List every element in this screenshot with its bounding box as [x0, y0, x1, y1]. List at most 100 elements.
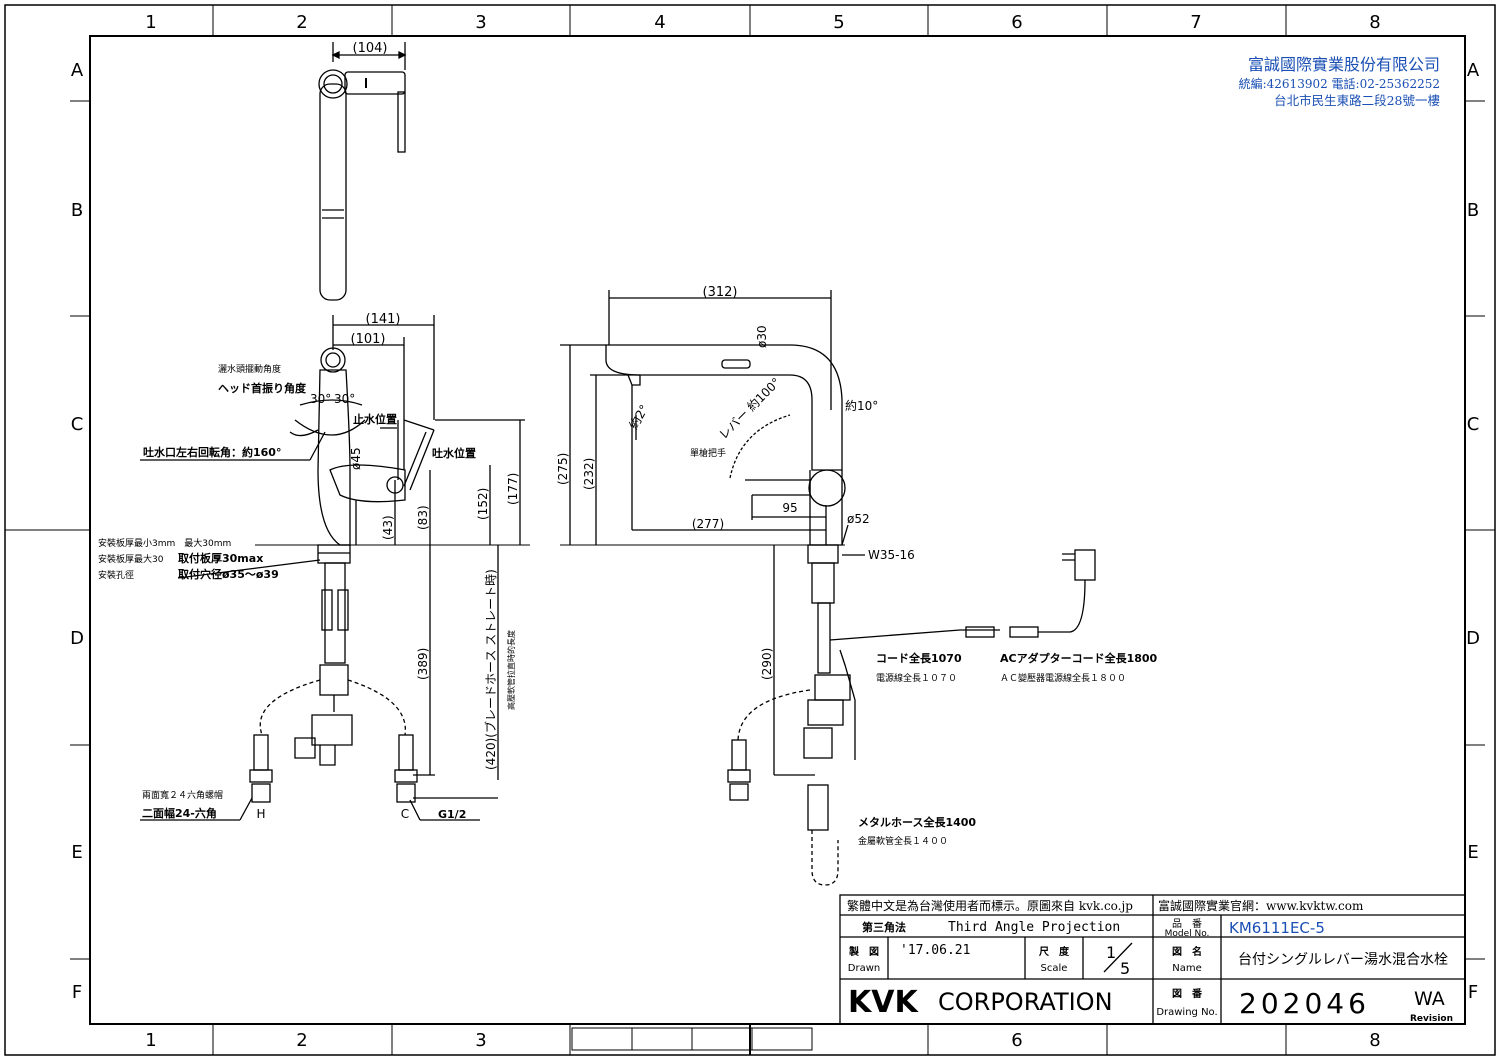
adapter-zh: ＡＣ變壓器電源線全長１８００: [1000, 672, 1126, 684]
scale-jp: 尺 度: [1039, 945, 1070, 958]
scale-en: Scale: [1041, 963, 1068, 974]
plate-thickness-zh1: 安裝板厚最小3mm 最大30mm: [98, 537, 231, 549]
grid-column-labels: 1 2 3 4 5 6 7 8 1 2 3 6 8: [145, 12, 1380, 1051]
hex-jp: 二面幅24-六角: [142, 806, 217, 820]
dim-30: ø30: [755, 325, 769, 348]
head-angle-jp: ヘッド首振り角度: [218, 381, 307, 395]
head-angle-zh: 灑水頭擺動角度: [218, 363, 281, 375]
row-label: D: [70, 628, 84, 649]
product-name: 台付シングルレバー湯水混合水栓: [1238, 951, 1448, 968]
company-address: 台北市民生東路二段28號一樓: [1274, 93, 1440, 108]
col-label: 6: [1011, 1030, 1022, 1051]
angle-30-left: 30°: [310, 392, 331, 406]
label-h: H: [256, 807, 265, 821]
row-label: C: [1467, 414, 1480, 435]
col-label: 6: [1011, 12, 1022, 33]
drawing-label-jp: 図 番: [1172, 987, 1203, 1000]
dim-83: (83): [416, 505, 430, 530]
dim-290: (290): [760, 648, 774, 680]
drawn-date: '17.06.21: [900, 943, 970, 958]
dim-52: ø52: [847, 512, 870, 526]
title-block: 繁體中文是為台灣使用者而標示。原圖來自 kvk.co.jp 富誠國際實業官網：w…: [847, 898, 1453, 1024]
dim-141: (141): [366, 312, 401, 327]
dim-312: (312): [703, 285, 738, 300]
top-view-drawing: [318, 42, 407, 301]
scale-denominator: 5: [1120, 959, 1130, 978]
title-block-lines: [839, 894, 1466, 1025]
kvk-logo: KVK: [848, 985, 919, 1020]
hole-zh: 安裝孔徑: [98, 569, 134, 581]
dim-389: (389): [416, 648, 430, 680]
angle-10: 約10°: [845, 398, 878, 413]
dim-152: (152): [476, 488, 490, 520]
drawing-label-en: Drawing No.: [1156, 1007, 1217, 1018]
col-label: 7: [1190, 12, 1201, 33]
model-label-en: Model No.: [1165, 929, 1210, 939]
thread-w: W35-16: [868, 548, 915, 562]
dim-275: (275): [556, 453, 570, 485]
angle-2: 約2°: [626, 402, 652, 432]
model-number: KM6111EC-5: [1229, 919, 1325, 937]
col-label: 2: [296, 1030, 307, 1051]
drawn-jp: 製 図: [848, 945, 879, 958]
front-view-drawing: [560, 290, 1096, 886]
dim-95: 95: [782, 501, 797, 515]
company-contact: 統編:42613902 電話:02-25362252: [1239, 76, 1440, 91]
model-label-jp: 品 番: [1172, 918, 1202, 930]
plate-thickness-jp: 取付板厚30max: [178, 551, 263, 565]
translation-note: 繁體中文是為台灣使用者而標示。原圖來自 kvk.co.jp: [847, 898, 1133, 913]
row-label: E: [1467, 842, 1478, 863]
dim-45: ø45: [349, 447, 363, 470]
row-label: C: [71, 414, 84, 435]
row-label: B: [1467, 200, 1479, 221]
braided-hose: (420)(ブレードホース ストレート時): [483, 569, 498, 770]
lever-angle: レバー 約100°: [716, 374, 784, 442]
col-label: 1: [145, 12, 156, 33]
cord-zh: 電源線全長１０７０: [876, 672, 957, 684]
stop-position: 止水位置: [353, 412, 397, 426]
discharge-position: 吐水位置: [432, 446, 476, 460]
row-label: A: [71, 60, 84, 81]
dim-top-width: (104): [353, 41, 388, 56]
spout-rotation: 吐水口左右回転角：約160°: [143, 445, 281, 459]
thread-g: G1/2: [438, 808, 466, 821]
scale-numerator: 1: [1106, 943, 1116, 962]
angle-30-right: 30°: [334, 392, 355, 406]
col-label: 8: [1369, 12, 1380, 33]
row-label: F: [72, 982, 82, 1003]
dim-43: (43): [381, 515, 395, 540]
col-label: 3: [475, 1030, 486, 1051]
name-label-jp: 図 名: [1172, 945, 1202, 958]
adapter-jp: ACアダプターコード全長1800: [1000, 651, 1158, 665]
front-view-labels: (312) ø30 (275) (232) 約2° レバー 約100° 單槍把手…: [556, 285, 1158, 847]
metal-hose-jp: メタルホース全長1400: [858, 815, 976, 829]
drawing-number: 202046: [1239, 987, 1370, 1020]
website: 富誠國際實業官網：www.kvktw.com: [1158, 898, 1364, 913]
revision-label: Revision: [1410, 1014, 1453, 1024]
dim-232: (232): [582, 458, 596, 490]
cord-jp: コード全長1070: [876, 651, 962, 665]
dim-177: (177): [506, 473, 520, 505]
row-label: F: [1468, 982, 1478, 1003]
company-name: 富誠國際實業股份有限公司: [1248, 55, 1440, 74]
hex-zh: 兩面寬２４六角螺帽: [142, 789, 223, 801]
row-label: E: [71, 842, 82, 863]
side-view-labels: (141) (101) 灑水頭擺動角度 ヘッド首振り角度 30° 30° 吐水口…: [98, 312, 520, 821]
label-c: C: [401, 807, 409, 821]
projection-en: Third Angle Projection: [948, 920, 1120, 935]
plate-thickness-zh2: 安裝板厚最大30: [98, 553, 164, 565]
dim-101: (101): [351, 332, 386, 347]
col-label: 8: [1369, 1030, 1380, 1051]
dim-277: (277): [692, 517, 724, 531]
row-label: D: [1466, 628, 1480, 649]
col-label: 5: [833, 12, 844, 33]
grid-row-labels: A B C D E F A B C D E F: [70, 60, 1480, 1003]
row-label: A: [1467, 60, 1480, 81]
col-label: 1: [145, 1030, 156, 1051]
col-label: 2: [296, 12, 307, 33]
name-label-en: Name: [1172, 963, 1202, 974]
col-label: 3: [475, 12, 486, 33]
braided-hose-zh: 高壓軟管拉直時的長度: [506, 630, 516, 710]
revision-code: WA: [1414, 988, 1445, 1010]
